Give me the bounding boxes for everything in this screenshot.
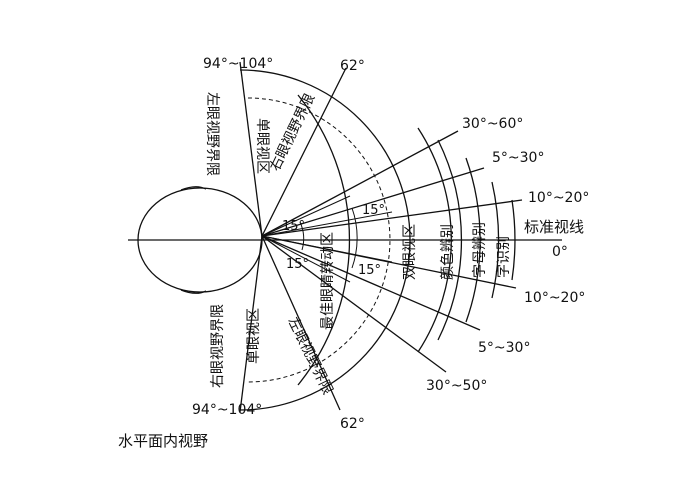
arc-color [465,157,481,323]
ear-bottom [180,289,207,294]
label-zero: 0° [552,244,568,260]
line-10-20-upper [261,199,523,237]
inner-arc-15-b [351,207,358,269]
zone-right-eye-limit-lower: 右眼视野界限 [210,304,226,388]
line-62-lower [261,235,341,411]
label-15-a: 15° [282,219,305,234]
line-5-30-upper [261,167,485,237]
line-15-upper-b [261,211,393,237]
zone-left-eye-limit-upper: 左眼视野界限 [204,92,220,176]
zone-mono-upper: 单眼视区 [254,118,270,174]
label-15-d: 15° [358,263,381,278]
arc-word [511,199,516,281]
label-30-50-lower: 30°~50° [426,378,487,394]
zone-best-eye-rotation: 最佳眼睛转动区 [320,232,336,330]
ear-top [180,186,207,191]
caption: 水平面内视野 [118,432,208,450]
zone-right-eye-limit-upper: 右眼视野界限 [267,91,318,174]
dashed-arc [247,97,391,383]
label-94-upper: 94°~104° [203,56,273,72]
line-30-60-upper [261,130,459,237]
label-62-lower: 62° [340,416,365,432]
line-30-50-lower [261,235,447,373]
line-5-30-lower [261,235,481,331]
label-94-lower: 94°~104° [192,402,262,418]
line-15-lower [261,235,351,283]
zone-color: 颜色辨别 [439,224,456,280]
line-62-upper [261,67,347,237]
zone-standard-line: 标准视线 [524,218,584,236]
label-10-20-upper: 10°~20° [528,190,589,206]
line-94-upper [239,61,263,237]
label-10-20-lower: 10°~20° [524,290,585,306]
line-94-lower [239,235,263,413]
outer-arc [239,69,411,411]
arc-letter [491,181,500,299]
zone-mono-lower: 单眼视区 [246,308,262,364]
label-5-30-upper: 5°~30° [492,150,544,166]
arc-62 [297,94,351,386]
label-15-b: 15° [362,203,385,218]
radial-lines [239,61,523,413]
inner-arc-15-a [299,221,305,251]
label-30-60-upper: 30°~60° [462,116,523,132]
label-5-30-lower: 5°~30° [478,340,530,356]
arc-30-60 [417,127,452,353]
zone-binocular: 双眼视区 [402,224,418,280]
line-15-upper [261,195,351,237]
label-15-c: 15° [286,257,309,272]
zone-word: 字识别 [496,236,512,278]
zone-letter: 字母辨别 [472,222,488,278]
label-62-upper: 62° [340,58,365,74]
line-15-lower-b [261,235,393,263]
